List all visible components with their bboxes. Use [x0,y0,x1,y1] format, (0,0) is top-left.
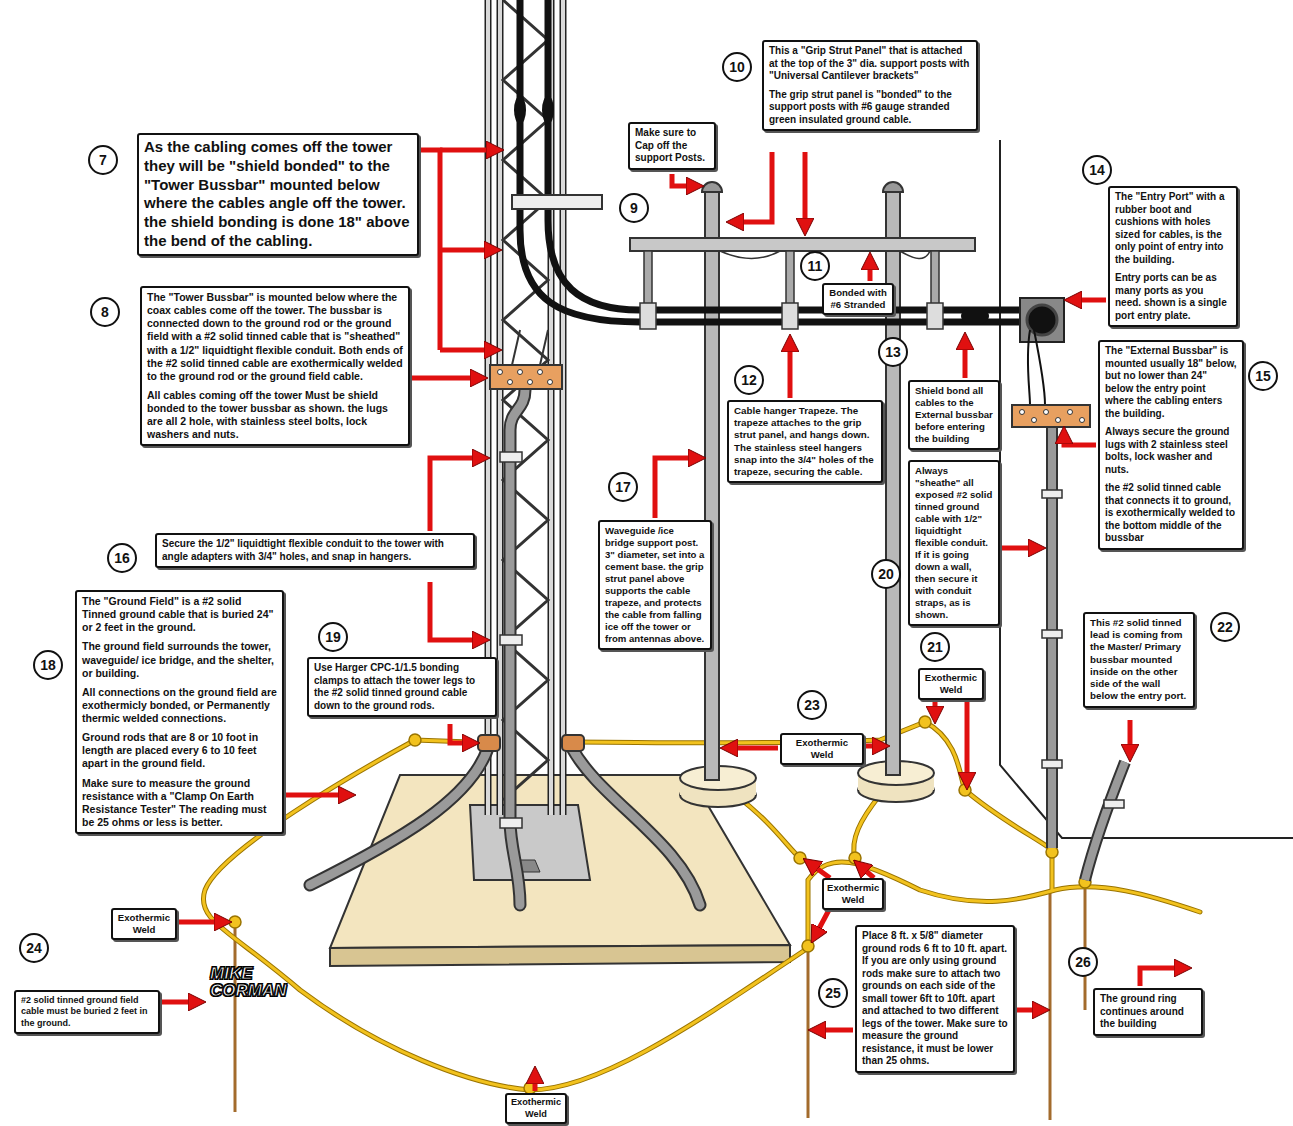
callout-text: Place 8 ft. x 5/8" diameter ground rods … [862,930,1008,1068]
callout-number: 7 [88,145,118,175]
callout-box: As the cabling comes off the tower they … [137,133,419,256]
callout-number: 9 [619,193,649,223]
callout-text: the #2 solid tinned cable that connects … [1105,482,1237,545]
callout-number: 18 [33,650,63,680]
callout-number: 12 [734,365,764,395]
callout-text: Exothermic Weld [923,672,979,696]
callout-number: 26 [1068,947,1098,977]
callout-number: 8 [90,297,120,327]
callout-text: Waveguide /ice bridge support post. 3" d… [605,525,705,645]
callout-box: The "Tower Bussbar" is mounted below whe… [140,286,410,446]
callout-box: The ground ring continues around the bui… [1093,988,1203,1036]
callout-text: Bonded with #6 Stranded [827,287,889,311]
weld-label: Exothermic Weld [111,908,177,940]
callout-box: Waveguide /ice bridge support post. 3" d… [598,520,712,650]
callout-text: Shield bond all cables to the External b… [915,385,993,445]
callout-text: Exothermic Weld [785,737,859,761]
weld-label: Exothermic Weld [822,878,884,910]
callout-number: 19 [318,622,348,652]
callout-number: 11 [800,251,830,281]
callout-box: Bonded with #6 Stranded [822,283,894,315]
callout-text: This #2 solid tinned lead is coming from… [1090,617,1188,703]
coax-cables [520,0,1028,322]
callout-box: Cable hanger Trapeze. The trapeze attach… [727,400,883,483]
weld-label: Exothermic Weld [918,668,984,700]
entry-port [1020,298,1064,405]
cable-hardware [512,96,989,365]
callout-box: The "Entry Port" with a rubber boot and … [1108,186,1238,327]
callout-text: Exothermic Weld [510,1097,562,1120]
callout-number: 22 [1210,612,1240,642]
callout-box: Place 8 ft. x 5/8" diameter ground rods … [855,925,1015,1073]
bonding-clamps [478,735,584,751]
callout-text: Always secure the ground lugs with 2 sta… [1105,426,1237,476]
building-wall [1000,140,1293,838]
callout-box: #2 solid tinned ground field cable must … [14,990,160,1034]
support-posts [680,182,934,807]
callout-number: 17 [608,472,638,502]
callout-box: The "Ground Field" is a #2 solid Tinned … [75,590,284,834]
callout-text: The "External Bussbar" is mounted usuall… [1105,345,1237,420]
callout-number: 15 [1248,361,1278,391]
callout-number: 20 [871,559,901,589]
callout-text: Secure the 1/2" liquidtight flexible con… [162,538,468,563]
callout-box: Use Harger CPC-1/1.5 bonding clamps to a… [307,657,497,717]
callout-text: The "Tower Bussbar" is mounted below whe… [147,291,403,383]
callout-text: #2 solid tinned ground field cable must … [21,995,153,1029]
callout-text: Exothermic Weld [827,882,879,906]
callout-text: Entry ports can be as many ports as you … [1115,272,1231,322]
callout-text: Exothermic Weld [116,912,172,936]
callout-number: 10 [722,52,752,82]
callout-box: Shield bond all cables to the External b… [908,380,1000,450]
callout-number: 23 [797,690,827,720]
callout-number: 13 [878,337,908,367]
ground-rods [235,884,1085,1126]
callout-text: The "Ground Field" is a #2 solid Tinned … [82,595,277,634]
weld-label: Exothermic Weld [505,1093,567,1124]
callout-number: 25 [818,978,848,1008]
callout-number: 21 [920,632,950,662]
callout-text: As the cabling comes off the tower they … [144,138,412,251]
callout-box: Make sure to Cap off the support Posts. [628,122,716,170]
tower-bussbar [490,365,562,389]
callout-text: This a "Grip Strut Panel" that is attach… [769,45,971,83]
callout-box: This a "Grip Strut Panel" that is attach… [762,40,978,131]
callout-text: Make sure to measure the ground resistan… [82,777,277,830]
callout-text: All cables coming off the tower Must be … [147,389,403,442]
callout-number: 24 [19,933,49,963]
callout-text: Always "sheathe" all exposed #2 solid ti… [915,465,993,621]
callout-text: Use Harger CPC-1/1.5 bonding clamps to a… [314,662,490,712]
watermark: MIKE CORMAN [210,965,280,999]
callout-text: Ground rods that are 8 or 10 foot in len… [82,731,277,770]
callout-text: The ground ring continues around the bui… [1100,993,1196,1031]
callout-text: All connections on the ground field are … [82,686,277,725]
callout-number: 16 [107,543,137,573]
callout-number: 14 [1082,155,1112,185]
callout-box: This #2 solid tinned lead is coming from… [1083,612,1195,708]
callout-text: The ground field surrounds the tower, wa… [82,640,277,679]
callout-text: Cable hanger Trapeze. The trapeze attach… [734,405,876,478]
weld-label: Exothermic Weld [780,733,864,765]
callout-box: The "External Bussbar" is mounted usuall… [1098,340,1244,550]
callout-text: The grip strut panel is "bonded" to the … [769,89,971,127]
callout-box: Always "sheathe" all exposed #2 solid ti… [908,460,1000,626]
callout-text: Make sure to Cap off the support Posts. [635,127,709,165]
callout-box: Secure the 1/2" liquidtight flexible con… [155,533,475,568]
callout-text: The "Entry Port" with a rubber boot and … [1115,191,1231,266]
